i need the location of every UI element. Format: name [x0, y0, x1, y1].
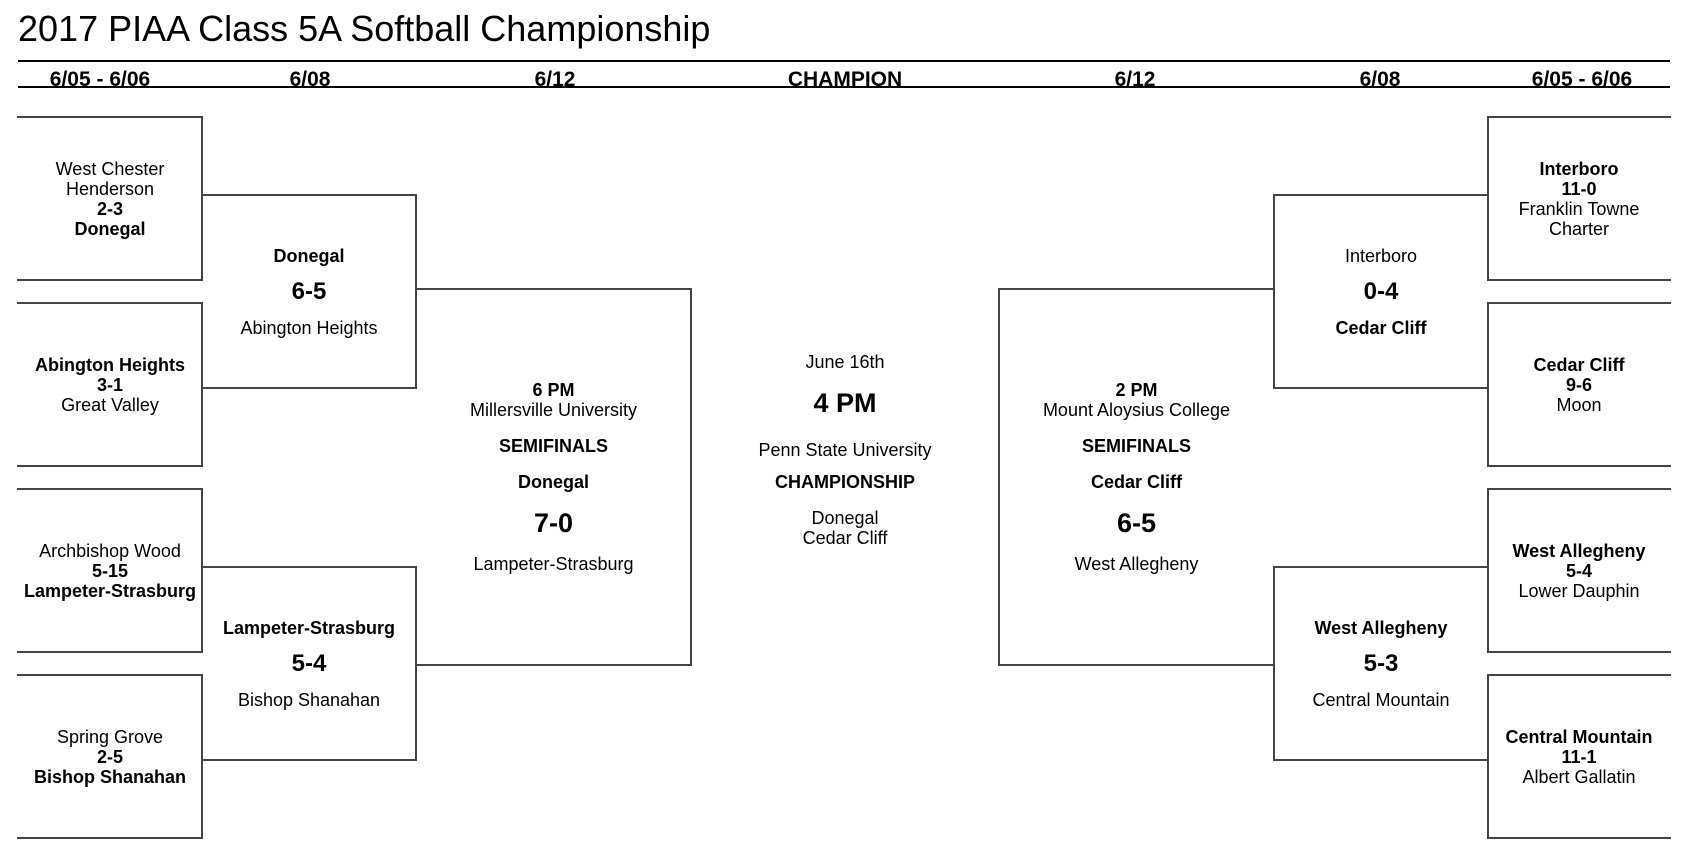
game-venue: Penn State University [758, 440, 932, 460]
team-name-winner: Lampeter-Strasburg [23, 580, 197, 601]
first-round-game-right-3: West Allegheny 5-4 Lower Dauphin [1488, 489, 1670, 652]
header-champion: CHAMPION [787, 68, 903, 91]
quarterfinal-game-left-1: Donegal 6-5 Abington Heights [202, 195, 416, 388]
header-rule-bottom [18, 86, 1670, 88]
first-round-game-right-4: Central Mountain 11-1 Albert Gallatin [1488, 675, 1670, 838]
game-score: 0-4 [1363, 277, 1399, 305]
semifinal-game-right: 2 PM Mount Aloysius College SEMIFINALS C… [999, 289, 1274, 665]
quarterfinal-game-left-2: Lampeter-Strasburg 5-4 Bishop Shanahan [202, 567, 416, 760]
round-label: CHAMPIONSHIP [774, 472, 915, 492]
team-name: Central Mountain [1312, 689, 1450, 710]
team-name: Archbishop Wood [39, 540, 181, 561]
team-name-winner: West Allegheny [1512, 540, 1646, 561]
first-round-game-right-2: Cedar Cliff 9-6 Moon [1488, 303, 1670, 466]
team-name: Moon [1556, 394, 1602, 415]
team-name-winner: Interboro [1539, 158, 1619, 179]
quarterfinal-game-right-1: Interboro 0-4 Cedar Cliff [1274, 195, 1488, 388]
game-score: 3-1 [96, 374, 123, 395]
header-round1-left: 6/05 - 6/06 [49, 68, 151, 91]
finalist-team: Donegal [811, 508, 879, 528]
team-name: Lampeter-Strasburg [473, 554, 634, 574]
game-time: 2 PM [1115, 380, 1158, 400]
header-round1-right: 6/05 - 6/06 [1531, 68, 1633, 91]
semifinal-game-left: 6 PM Millersville University SEMIFINALS … [416, 289, 691, 665]
team-name: West Chester Henderson [55, 158, 165, 199]
game-time: 4 PM [813, 388, 877, 418]
header-round3-right: 6/12 [1114, 68, 1156, 91]
team-name: Interboro [1344, 245, 1418, 266]
team-name-winner: Cedar Cliff [1090, 472, 1182, 492]
game-score: 7-0 [533, 508, 574, 538]
game-score: 5-15 [91, 560, 129, 581]
game-date: June 16th [805, 352, 885, 372]
team-name: Bishop Shanahan [237, 689, 381, 710]
team-name-winner: Central Mountain [1505, 726, 1653, 747]
first-round-game-left-3: Archbishop Wood 5-15 Lampeter-Strasburg [18, 489, 202, 652]
header-rule-top [18, 60, 1670, 62]
first-round-game-left-1: West Chester Henderson 2-3 Donegal [18, 117, 202, 280]
finalist-team: Cedar Cliff [802, 528, 888, 548]
team-name: West Allegheny [1074, 554, 1199, 574]
team-name-winner: Abington Heights [35, 354, 185, 375]
page-title: 2017 PIAA Class 5A Softball Championship [18, 8, 711, 49]
header-round3-left: 6/12 [534, 68, 576, 91]
header-round2-right: 6/08 [1359, 68, 1401, 91]
game-score: 5-3 [1363, 649, 1399, 677]
game-score: 2-5 [96, 746, 123, 767]
round-label: SEMIFINALS [1081, 436, 1191, 456]
team-name: Spring Grove [56, 726, 164, 747]
round-label: SEMIFINALS [498, 436, 608, 456]
team-name-winner: Cedar Cliff [1533, 354, 1625, 375]
game-score: 5-4 [291, 649, 327, 677]
first-round-game-left-2: Abington Heights 3-1 Great Valley [18, 303, 202, 466]
team-name-winner: West Allegheny [1314, 617, 1448, 638]
team-name: Great Valley [61, 394, 159, 415]
team-name: Abington Heights [240, 317, 378, 338]
first-round-game-left-4: Spring Grove 2-5 Bishop Shanahan [18, 675, 202, 838]
team-name-winner: Lampeter-Strasburg [222, 617, 396, 638]
team-name-winner: Donegal [74, 218, 146, 239]
team-name: Lower Dauphin [1518, 580, 1640, 601]
championship-game: June 16th 4 PM Penn State University CHA… [720, 352, 970, 602]
game-time: 6 PM [532, 380, 575, 400]
team-name-winner: Bishop Shanahan [33, 766, 186, 787]
first-round-game-right-1: Interboro 11-0 Franklin Towne Charter [1488, 117, 1670, 280]
game-score: 11-0 [1561, 178, 1597, 199]
header-round2-left: 6/08 [289, 68, 331, 91]
game-score: 6-5 [1116, 508, 1157, 538]
game-venue: Millersville University [469, 400, 638, 420]
quarterfinal-game-right-2: West Allegheny 5-3 Central Mountain [1274, 567, 1488, 760]
team-name-winner: Donegal [273, 245, 345, 266]
game-score: 11-1 [1561, 746, 1597, 767]
team-name: Albert Gallatin [1522, 766, 1636, 787]
game-venue: Mount Aloysius College [1042, 400, 1231, 420]
game-score: 9-6 [1565, 374, 1592, 395]
team-name: Franklin Towne Charter [1518, 198, 1640, 239]
game-score: 2-3 [96, 198, 123, 219]
team-name-winner: Cedar Cliff [1335, 317, 1427, 338]
game-score: 6-5 [291, 277, 327, 305]
game-score: 5-4 [1565, 560, 1592, 581]
team-name-winner: Donegal [517, 472, 589, 492]
